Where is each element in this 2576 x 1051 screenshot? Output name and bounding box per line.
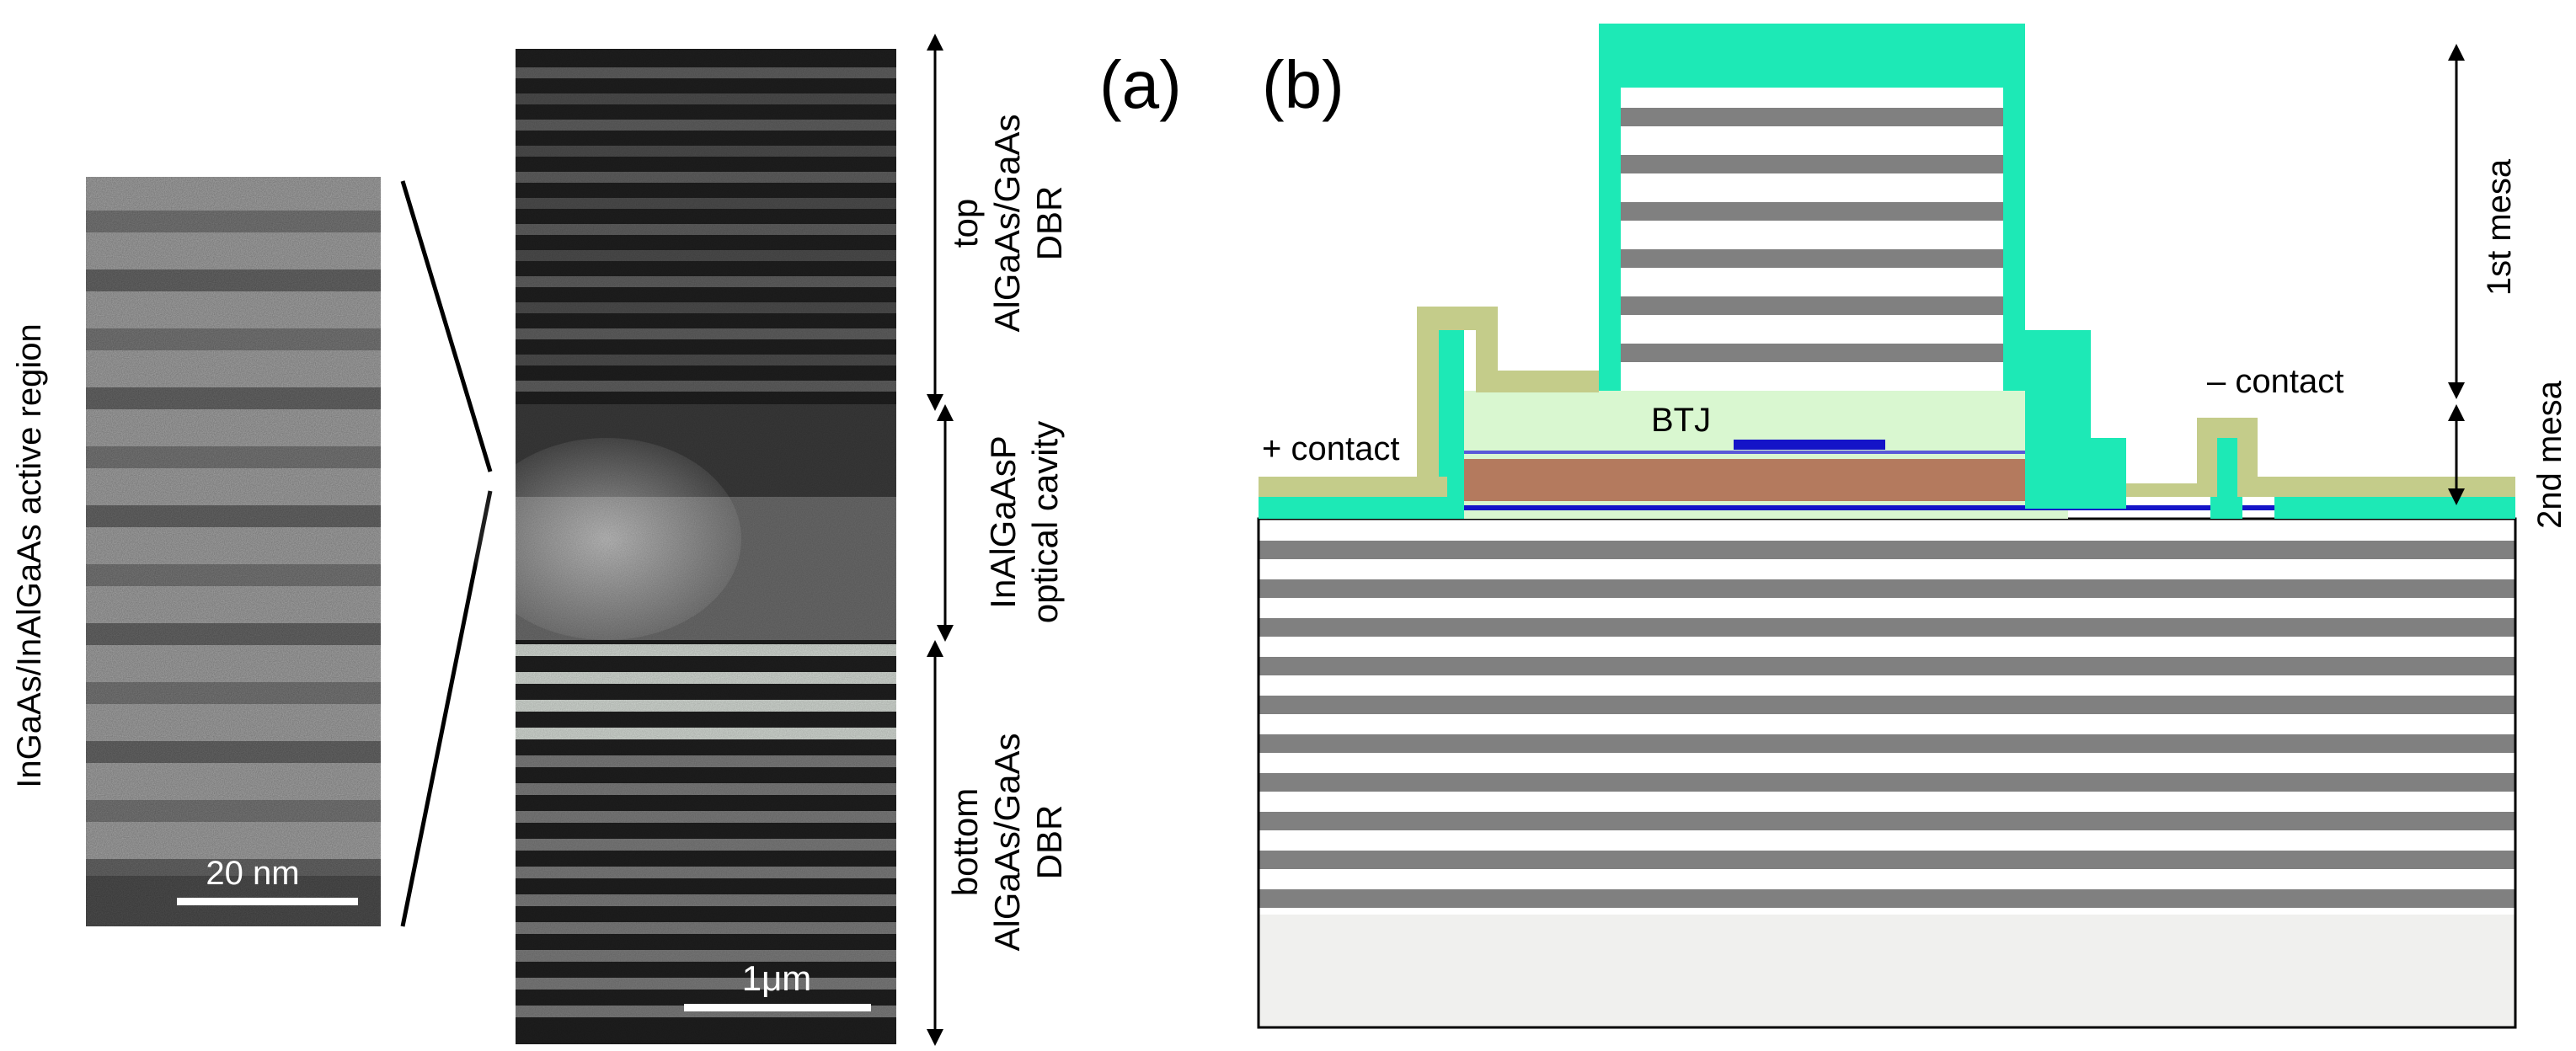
full-structure-tem xyxy=(472,49,896,1044)
panel-a: 20 nm InGaAs/InAlGaAs active region 1μm xyxy=(11,34,1182,1046)
bottom-dbr xyxy=(1257,517,2517,1029)
dbr-layer xyxy=(1259,773,2515,792)
region-label-optical-cavity: InAlGaAsP optical cavity xyxy=(983,421,1065,623)
second-mesa-label: 2nd mesa xyxy=(2531,380,2568,528)
zoom-scale-bar: 20 nm xyxy=(177,855,358,905)
region-arrows xyxy=(927,34,954,1046)
svg-text:InAlGaAsP: InAlGaAsP xyxy=(983,435,1023,608)
active-region xyxy=(1464,459,2068,501)
zoom-connector-bottom xyxy=(400,490,493,927)
panel-b: (b) xyxy=(1257,24,2568,1029)
substrate xyxy=(1259,915,2515,1027)
dbr-layer xyxy=(1259,541,2515,559)
dbr-layer xyxy=(1259,812,2515,830)
dbr-layer xyxy=(1259,618,2515,637)
svg-text:DBR: DBR xyxy=(1029,805,1069,880)
tem-scale-bar: 1μm xyxy=(684,958,871,1011)
first-mesa-label: 1st mesa xyxy=(2481,158,2518,296)
dbr-layer xyxy=(1621,296,2003,315)
active-region-tem-zoom xyxy=(86,177,381,926)
dbr-layer xyxy=(1621,249,2003,268)
panel-b-label: (b) xyxy=(1262,47,1344,122)
svg-text:top: top xyxy=(945,199,985,248)
top-dbr-mesa xyxy=(1621,88,2003,391)
active-region-label: InGaAs/InAlGaAs active region xyxy=(11,323,48,787)
zoom-scale-label: 20 nm xyxy=(206,855,299,892)
dbr-layer xyxy=(1621,344,2003,362)
tem-scale-label: 1μm xyxy=(742,958,812,998)
svg-text:AlGaAs/GaAs: AlGaAs/GaAs xyxy=(987,114,1027,332)
dbr-layer xyxy=(1621,108,2003,126)
minus-contact-label: – contact xyxy=(2207,363,2344,400)
dbr-layer xyxy=(1259,851,2515,869)
region-label-top-dbr: top AlGaAs/GaAs DBR xyxy=(945,114,1069,332)
dbr-layer xyxy=(1259,734,2515,753)
dbr-layer xyxy=(1259,889,2515,908)
mesa-arrows xyxy=(2448,44,2465,505)
region-label-bottom-dbr: bottom AlGaAs/GaAs DBR xyxy=(945,733,1069,951)
dbr-layer xyxy=(1259,657,2515,675)
svg-text:optical cavity: optical cavity xyxy=(1025,421,1065,623)
svg-text:AlGaAs/GaAs: AlGaAs/GaAs xyxy=(987,733,1027,951)
panel-a-label: (a) xyxy=(1099,47,1182,122)
dbr-layer xyxy=(1259,579,2515,598)
zoom-connector-top xyxy=(400,180,493,472)
btj-label: BTJ xyxy=(1651,402,1711,439)
tunnel-junction xyxy=(1734,440,1885,450)
svg-text:bottom: bottom xyxy=(945,788,985,896)
contact-metal xyxy=(1259,307,2515,497)
dbr-layer xyxy=(1621,155,2003,173)
dbr-layer xyxy=(1621,202,2003,221)
svg-text:DBR: DBR xyxy=(1029,186,1069,261)
dbr-layer xyxy=(1259,696,2515,714)
plus-contact-label: + contact xyxy=(1262,430,1399,467)
